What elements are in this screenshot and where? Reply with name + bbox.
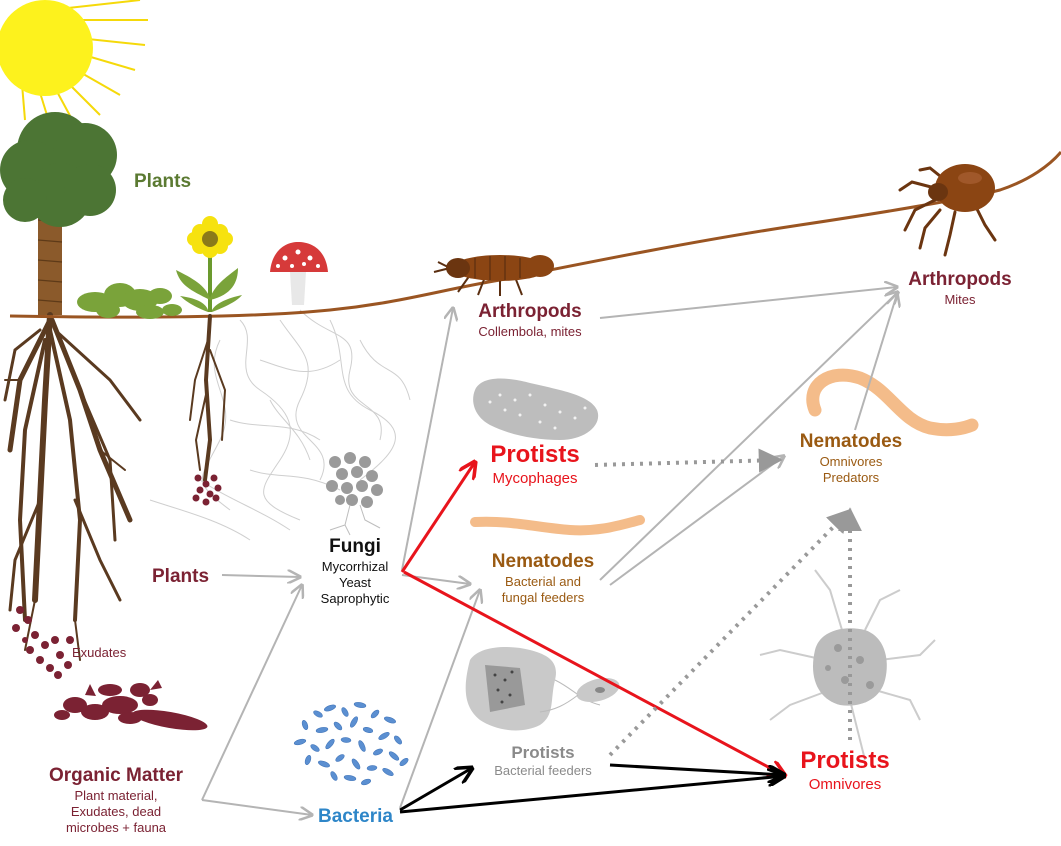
fungi-line-1: Mycorrhizal (306, 559, 404, 575)
root-nodules-icon (12, 606, 74, 679)
protists-mycophages-title: Protists (470, 440, 600, 470)
arthropods-mites-label: Arthropods Mites (895, 268, 1025, 308)
tree-roots-icon (5, 315, 140, 660)
nematode-feeder-icon (475, 520, 640, 530)
arrow-bacterial-feeders-to-omnivore-protists (610, 765, 784, 775)
arthropods-mites-title: Arthropods (895, 268, 1025, 292)
nematodes-feeders-title: Nematodes (478, 550, 608, 574)
bacteria-label: Bacteria (318, 805, 393, 829)
organic-matter-title: Organic Matter (36, 764, 196, 788)
arrow-plants-to-fungi (222, 575, 300, 577)
plants-top-label: Plants (134, 170, 191, 194)
nematodes-feeders-line-2: fungal feeders (478, 590, 608, 606)
organic-matter-line-3: microbes + fauna (36, 820, 196, 836)
mushroom-icon (270, 242, 328, 305)
flower-plant-icon (176, 216, 242, 312)
fungi-hyphae-icon (330, 505, 380, 535)
protists-omnivores-label: Protists Omnivores (785, 746, 905, 795)
fungi-label: Fungi Mycorrhizal Yeast Saprophytic (306, 535, 404, 608)
protists-bacterial-label: Protists Bacterial feeders (478, 742, 608, 780)
protists-bacterial-title: Protists (478, 742, 608, 763)
nematodes-omnivores-label: Nematodes Omnivores Predators (786, 430, 916, 486)
organic-matter-line-1: Plant material, (36, 788, 196, 804)
arthropods-collembola-title: Arthropods (460, 300, 600, 324)
nematodes-feeders-line-1: Bacterial and (478, 574, 608, 590)
fungi-line-2: Yeast (306, 575, 404, 591)
protists-bacterial-sub: Bacterial feeders (478, 763, 608, 779)
clover-plant-icon (77, 283, 182, 319)
fungi-line-3: Saprophytic (306, 591, 404, 607)
mite-icon (900, 164, 995, 255)
protist-mycophage-icon (473, 379, 598, 440)
organic-matter-label: Organic Matter Plant material, Exudates,… (36, 764, 196, 837)
protists-mycophages-label: Protists Mycophages (470, 440, 600, 489)
arrow-bacteria-to-bacterial-feeders (400, 768, 472, 810)
arrow-organic-to-bacteria (202, 800, 312, 815)
fungi-spores-icon (326, 452, 383, 508)
organic-matter-line-2: Exudates, dead (36, 804, 196, 820)
arrow-organic-to-fungi (202, 585, 302, 800)
dotted-mycophages-to-nematodes (595, 460, 778, 465)
protist-omnivore-icon (760, 570, 935, 760)
protists-omnivores-title: Protists (785, 746, 905, 776)
arrow-bacteria-to-omnivore-protists (400, 776, 784, 812)
arrow-collembola-to-mites (600, 287, 897, 318)
protists-mycophages-sub: Mycophages (470, 470, 600, 489)
protists-omnivores-sub: Omnivores (785, 776, 905, 795)
fungi-title: Fungi (306, 535, 404, 559)
plants-top-text: Plants (134, 171, 191, 192)
exudates-label: Exudates (72, 645, 126, 661)
nematodes-omnivores-line-1: Omnivores (786, 454, 916, 470)
nematodes-feeders-label: Nematodes Bacterial and fungal feeders (478, 550, 608, 606)
nematodes-omnivores-line-2: Predators (786, 470, 916, 486)
arrow-fungi-to-arthropods (402, 308, 453, 570)
dotted-bacterial-feeders-to-nematodes (610, 512, 848, 755)
bacteria-icon (294, 701, 410, 786)
nematode-omnivore-icon (813, 375, 972, 430)
tree-icon (0, 112, 117, 315)
protist-bacterial-feeder-icon (466, 647, 622, 730)
sun-icon (0, 0, 148, 125)
plants-mid-label: Plants (152, 565, 209, 589)
organic-matter-icon (54, 680, 209, 734)
nematodes-omnivores-title: Nematodes (786, 430, 916, 454)
arthropods-mites-sub: Mites (895, 292, 1025, 308)
arthropods-collembola-sub: Collembola, mites (460, 324, 600, 340)
arthropods-collembola-label: Arthropods Collembola, mites (460, 300, 600, 340)
